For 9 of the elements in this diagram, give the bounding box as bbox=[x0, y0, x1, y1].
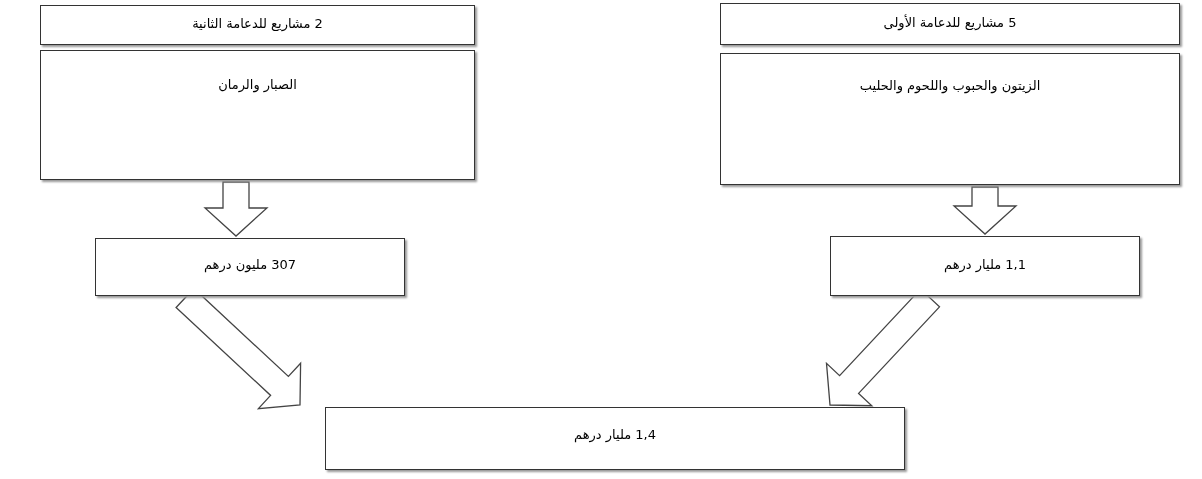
text-box: 1,1 مليار درهم bbox=[830, 236, 1140, 296]
text-box: 1,4 مليار درهم bbox=[325, 407, 905, 470]
text-box: الزيتون والحبوب واللحوم والحليب bbox=[720, 53, 1180, 185]
block-arrow bbox=[203, 181, 269, 237]
block-arrow bbox=[952, 186, 1018, 235]
text-box: 2 مشاريع للدعامة الثانية bbox=[40, 5, 475, 45]
text-box: الصبار والرمان bbox=[40, 50, 475, 180]
text-box: 5 مشاريع للدعامة الأولى bbox=[720, 3, 1180, 45]
text-box: 307 مليون درهم bbox=[95, 238, 405, 296]
